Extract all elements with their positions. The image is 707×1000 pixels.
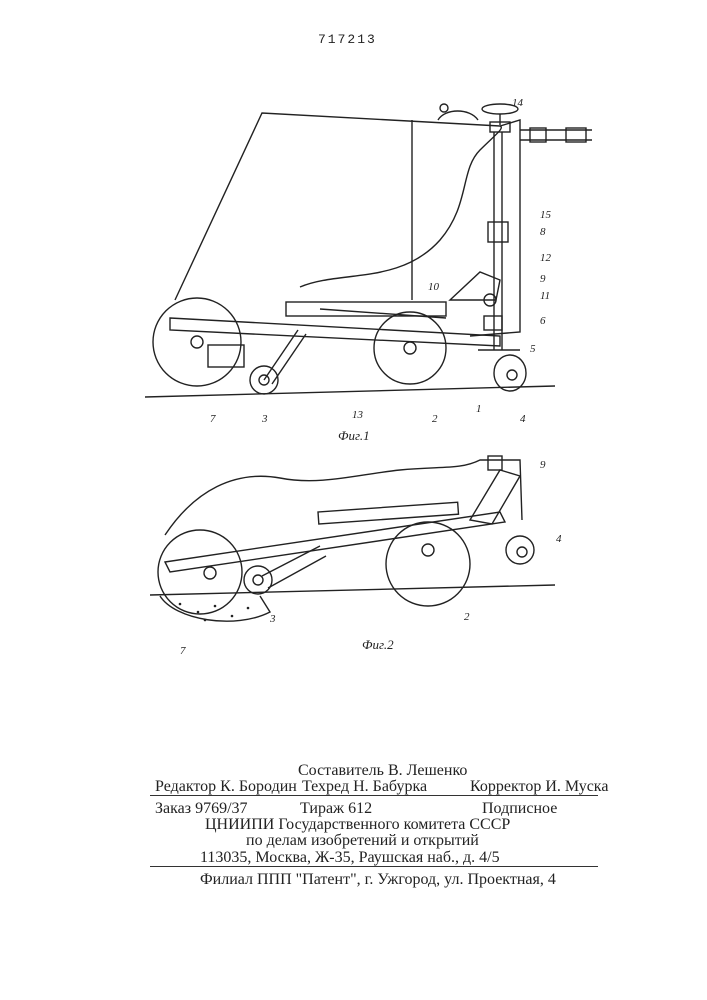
fig2-label-4: 4 [556,533,562,545]
techeditor-line: Техред Н. Бабурка [302,778,427,796]
divider-top [150,795,598,796]
corrector-line: Корректор И. Муска [470,778,608,796]
fig2-label-9: 9 [540,459,546,471]
fig2-label-7: 7 [180,645,186,657]
figure-2-caption: Фиг.2 [362,637,394,653]
figure-2-drawing: 9 4 3 2 7 [0,0,707,700]
branch-line: Филиал ППП "Патент", г. Ужгород, ул. Про… [200,871,556,889]
address-line: 113035, Москва, Ж-35, Раушская наб., д. … [200,849,500,867]
department-line: по делам изобретений и открытий [246,832,479,850]
fig2-label-2: 2 [464,611,470,623]
divider-bottom [150,866,598,867]
fig2-label-3: 3 [269,613,276,625]
editor-line: Редактор К. Бородин [155,778,297,796]
